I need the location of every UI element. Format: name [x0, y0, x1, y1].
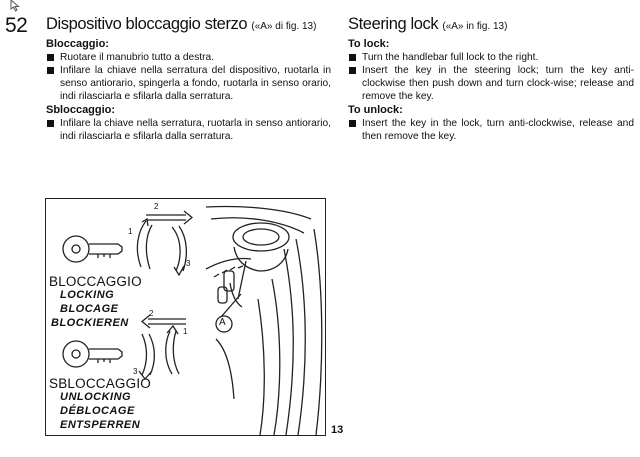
bloccaggio-label: BLOCCAGGIO	[49, 274, 142, 289]
bullet-square-icon	[47, 67, 54, 74]
list-item: Infilare la chiave nella serratura, ruot…	[46, 117, 331, 143]
list-item: Infilare la chiave nella serratura del d…	[46, 64, 331, 103]
unlock-step-3: 3	[133, 367, 138, 376]
italian-title-text: Dispositivo bloccaggio sterzo	[46, 15, 248, 33]
figure-drawing	[62, 205, 323, 435]
bullet-square-icon	[47, 54, 54, 61]
bullet-square-icon	[349, 54, 356, 61]
lock-step-2: 2	[154, 202, 159, 211]
list-item: Insert the key in the lock, turn anti-cl…	[348, 117, 634, 143]
english-title-ref: («A» in fig. 13)	[442, 21, 508, 32]
english-column: Steering lock («A» in fig. 13) To lock: …	[348, 14, 634, 143]
rotation-arrow-icon	[138, 324, 180, 381]
unlock-step-1: 1	[183, 327, 188, 336]
italian-unlocking-heading: Sbloccaggio:	[46, 104, 116, 116]
pointer-cursor-icon	[10, 0, 20, 12]
key-icon	[62, 340, 123, 368]
blockieren-label: BLOCKIEREN	[51, 317, 129, 329]
rotation-arrow-icon	[136, 217, 153, 270]
push-arrow-icon	[146, 210, 194, 225]
italian-locking-heading: Bloccaggio:	[46, 38, 109, 50]
italian-title: Dispositivo bloccaggio sterzo («A» di fi…	[46, 14, 331, 37]
figure-number: 13	[331, 424, 344, 436]
english-unlocking-heading: To unlock:	[348, 104, 403, 116]
unlock-step-2: 2	[149, 309, 154, 318]
page-number: 52	[5, 14, 28, 37]
rotation-arrow-icon	[171, 225, 187, 277]
callout-a-label: A	[219, 317, 226, 328]
italian-column: Dispositivo bloccaggio sterzo («A» di fi…	[46, 14, 331, 143]
entsperren-label: ENTSPERREN	[60, 419, 141, 431]
list-item: Insert the key in the steering lock; tur…	[348, 64, 634, 103]
key-icon	[62, 235, 123, 263]
callout-a-circle	[215, 315, 233, 333]
english-title: Steering lock («A» in fig. 13)	[348, 14, 634, 37]
push-arrow-icon	[140, 314, 186, 329]
lock-step-1: 1	[128, 227, 133, 236]
bullet-square-icon	[349, 120, 356, 127]
english-locking-heading: To lock:	[348, 38, 390, 50]
deblocage-label: DÉBLOCAGE	[60, 405, 135, 417]
headstock-drawing	[205, 205, 323, 435]
italian-title-ref: («A» di fig. 13)	[251, 21, 317, 32]
list-item: Turn the handlebar full lock to the righ…	[348, 51, 634, 64]
sbloccaggio-label: SBLOCCAGGIO	[49, 376, 151, 391]
english-title-text: Steering lock	[348, 15, 439, 33]
bullet-square-icon	[349, 67, 356, 74]
bullet-square-icon	[47, 120, 54, 127]
blocage-label: BLOCAGE	[60, 303, 119, 315]
list-item: Ruotare il manubrio tutto a destra.	[46, 51, 331, 64]
locking-label: LOCKING	[60, 289, 115, 301]
lock-step-3: 3	[186, 259, 191, 268]
figure-13: 1 2 3 1 2 3 A BLOCCAGGIO LOCKING BLOCAGE…	[45, 198, 326, 436]
unlocking-label: UNLOCKING	[60, 391, 132, 403]
